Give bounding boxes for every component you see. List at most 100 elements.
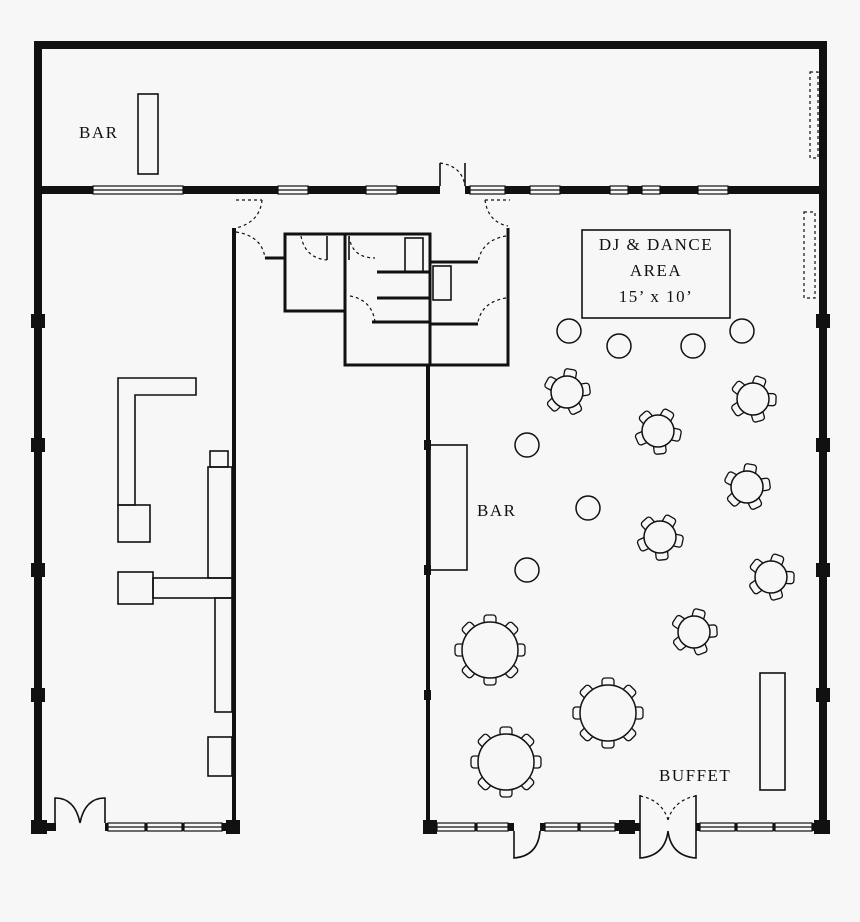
column (424, 565, 431, 575)
doors (54, 71, 819, 859)
round-table-small (544, 368, 591, 415)
table-top (736, 382, 770, 416)
cocktail-table (556, 318, 582, 344)
room (283, 232, 347, 313)
column (31, 314, 45, 328)
cocktail-table (680, 333, 706, 359)
column (816, 563, 830, 577)
table-top (575, 495, 601, 521)
dashed-opening (809, 71, 819, 159)
column (814, 820, 830, 834)
counter (209, 450, 229, 468)
buffet-table (759, 672, 786, 791)
outer-wall-top (34, 41, 827, 49)
windows (92, 185, 813, 832)
column (31, 820, 47, 834)
counter (152, 577, 233, 599)
window (469, 185, 506, 195)
column (226, 820, 240, 834)
round-table-large (572, 677, 644, 749)
window (107, 822, 146, 832)
dj-area-label: DJ & DANCE (599, 235, 713, 254)
inner-wall-left (232, 228, 236, 828)
dj-dance-area: DJ & DANCE AREA 15’ x 10’ (581, 229, 731, 319)
dj-area-label: AREA (630, 261, 682, 280)
window (609, 185, 629, 195)
kitchen-counters (117, 377, 233, 777)
round-table-small (634, 408, 682, 455)
partition-wall (34, 186, 440, 194)
tables (454, 318, 795, 798)
window (365, 185, 398, 195)
table-top (514, 432, 540, 458)
window (544, 822, 579, 832)
table-top (461, 621, 519, 679)
window (183, 822, 223, 832)
door-swing (54, 797, 106, 824)
table-top (477, 733, 535, 791)
window (436, 822, 476, 832)
door-swing (513, 830, 541, 859)
stall-door (326, 236, 350, 260)
column (31, 438, 45, 452)
stall (432, 265, 452, 301)
door-swing (439, 163, 466, 186)
table-top (754, 560, 788, 594)
door-swing (639, 795, 697, 859)
round-table-small (724, 463, 771, 510)
column (31, 563, 45, 577)
door-swing (235, 199, 510, 323)
column (31, 688, 45, 702)
column (816, 438, 830, 452)
table-top (730, 470, 764, 504)
counter (117, 504, 151, 543)
buffet-label: BUFFET (659, 766, 731, 785)
column (423, 820, 437, 834)
middle-bar-counter (429, 444, 468, 571)
column (619, 820, 635, 834)
window (774, 822, 813, 832)
cocktail-table (514, 557, 540, 583)
table-top (514, 557, 540, 583)
table-top (677, 615, 711, 649)
cocktail-table (575, 495, 601, 521)
table-top (641, 414, 675, 448)
window (697, 185, 729, 195)
table-top (680, 333, 706, 359)
counter (207, 466, 233, 579)
table-top (729, 318, 755, 344)
dj-area-size: 15’ x 10’ (619, 287, 694, 306)
dj-area-box (581, 229, 731, 319)
walls (31, 41, 830, 834)
column (424, 440, 431, 450)
window (641, 185, 661, 195)
window (579, 822, 616, 832)
window (699, 822, 736, 832)
door-swing (639, 795, 697, 821)
column (816, 314, 830, 328)
counter (214, 597, 233, 713)
counter (207, 736, 233, 777)
door-swing (439, 162, 466, 187)
counter (117, 571, 154, 605)
window (476, 822, 509, 832)
room (265, 256, 478, 326)
cocktail-table (729, 318, 755, 344)
window (529, 185, 561, 195)
column (816, 688, 830, 702)
round-table-small (636, 514, 684, 561)
column (424, 690, 431, 700)
dashed-opening (803, 211, 816, 299)
stall (404, 237, 424, 273)
middle-bar-label: BAR (477, 501, 516, 520)
counter (117, 377, 197, 506)
window (277, 185, 309, 195)
window (92, 185, 184, 195)
table-top (606, 333, 632, 359)
window (146, 822, 183, 832)
cocktail-table (606, 333, 632, 359)
cocktail-table (514, 432, 540, 458)
round-table-large (470, 726, 542, 798)
table-top (579, 684, 637, 742)
outer-wall-right (819, 41, 827, 831)
